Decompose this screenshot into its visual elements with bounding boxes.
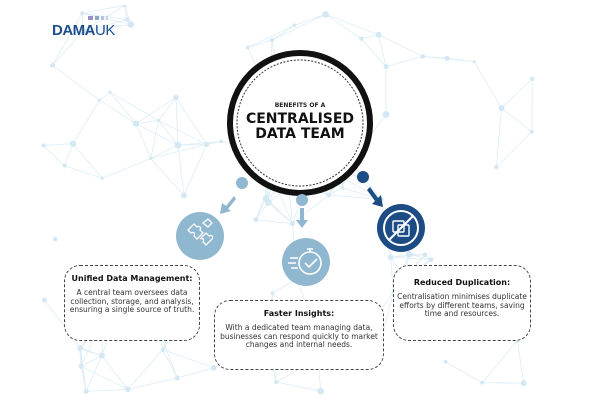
title-prefix: BENEFITS OF A	[274, 102, 326, 109]
benefit-text: Centralisation minimises duplicate effor…	[397, 292, 527, 318]
page-title: CENTRALISED DATA TEAM	[222, 112, 378, 142]
arrow-right-icon	[367, 187, 383, 207]
title-line-2: DATA TEAM	[255, 126, 345, 142]
benefit-card-unified: Unified Data Management: A central team …	[64, 265, 200, 341]
title-circle	[227, 50, 373, 196]
arrow-left-icon	[220, 196, 236, 214]
connector-dot-middle	[296, 194, 308, 206]
title-circle-dashed-ring	[236, 59, 364, 187]
benefit-text: With a dedicated team managing data, bus…	[220, 323, 378, 349]
logo-dama-text: DAMA	[52, 22, 96, 39]
stopwatch-check-icon	[282, 238, 330, 286]
benefit-text: A central team oversees data collection,…	[69, 288, 195, 314]
benefit-heading: Unified Data Management:	[71, 274, 193, 283]
connector-dot-left	[236, 177, 248, 189]
dama-uk-logo: DAMAUK	[52, 16, 115, 39]
no-duplicate-icon	[377, 204, 425, 252]
arrow-middle-icon	[296, 208, 308, 228]
logo-uk-text: UK	[95, 22, 115, 39]
benefit-card-faster: Faster Insights: With a dedicated team m…	[214, 300, 384, 370]
title-line-1: CENTRALISED	[245, 111, 355, 127]
puzzle-icon	[176, 212, 224, 260]
benefit-card-duplication: Reduced Duplication: Centralisation mini…	[393, 265, 531, 341]
benefit-heading: Reduced Duplication:	[413, 278, 511, 287]
connector-dot-right	[357, 171, 369, 183]
benefit-heading: Faster Insights:	[263, 309, 335, 318]
